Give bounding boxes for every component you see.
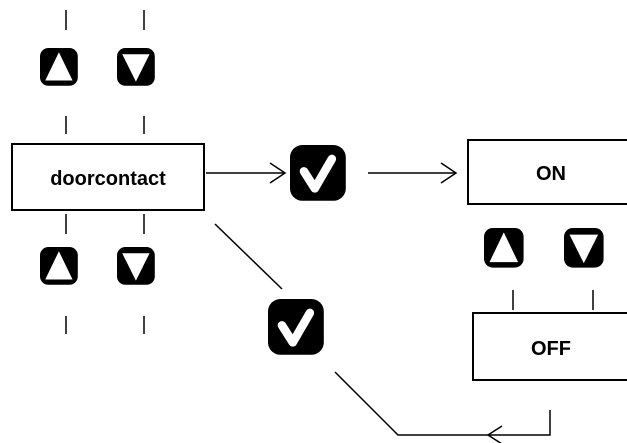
on-node[interactable]: [467, 139, 627, 205]
checkmark-icon[interactable]: [290, 145, 346, 201]
doorcontact-node[interactable]: [11, 143, 205, 211]
off-node[interactable]: [472, 312, 627, 381]
up-arrow-icon[interactable]: [40, 48, 78, 86]
off-label: OFF: [531, 338, 571, 360]
arrow-to-check: [206, 162, 287, 184]
checkmark-icon[interactable]: [268, 299, 324, 355]
up-arrow-icon[interactable]: [484, 228, 524, 268]
down-arrow-icon[interactable]: [117, 48, 155, 86]
on-label: ON: [536, 163, 566, 185]
doorcontact-label: doorcontact: [50, 168, 166, 190]
down-arrow-icon[interactable]: [564, 228, 604, 268]
arrow-to-off: [334, 371, 551, 443]
diagonal-connector: [214, 223, 283, 290]
connector-lines: [65, 10, 594, 334]
up-arrow-icon[interactable]: [40, 247, 78, 285]
down-arrow-icon[interactable]: [117, 247, 155, 285]
arrow-to-on: [368, 162, 458, 184]
